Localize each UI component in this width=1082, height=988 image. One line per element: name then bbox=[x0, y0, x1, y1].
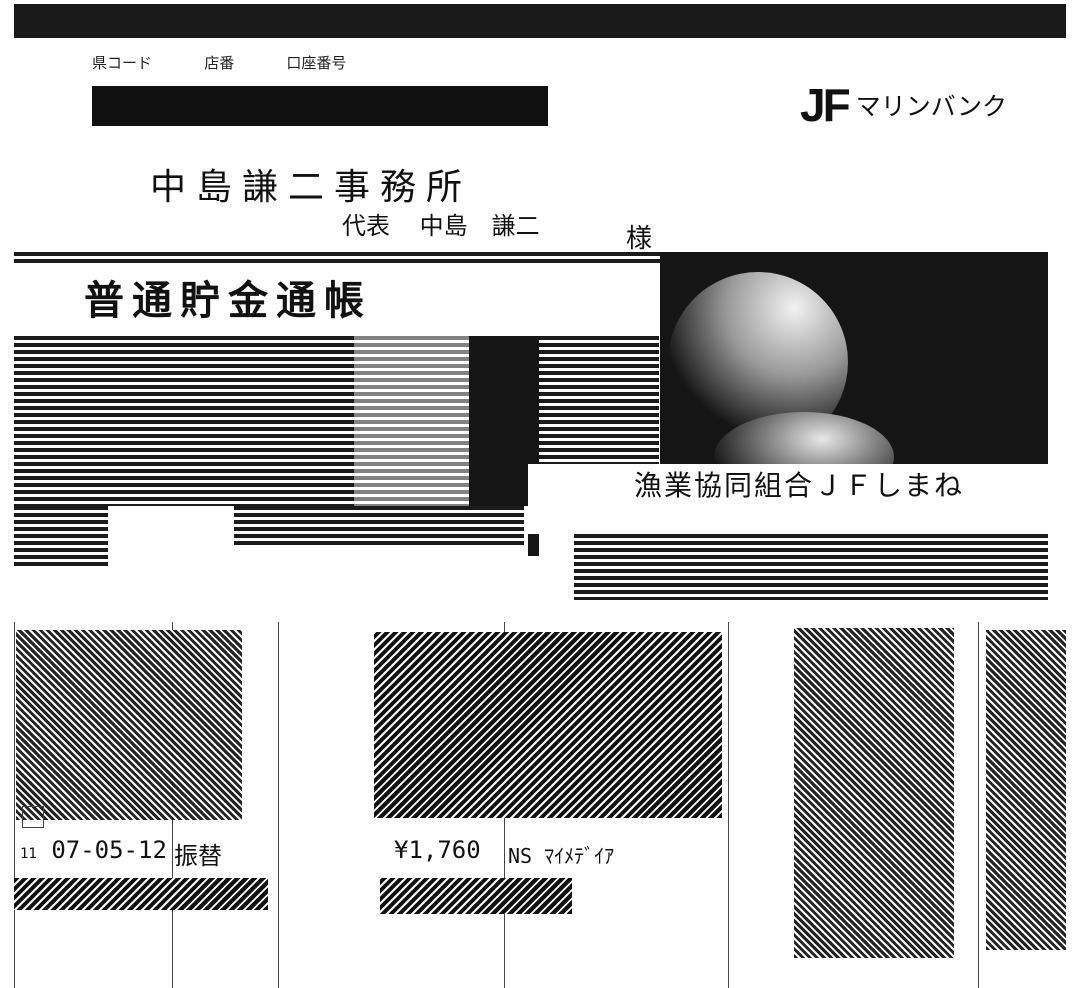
jf-logo-mark: JF bbox=[800, 79, 851, 131]
bank-name: マリンバンク bbox=[855, 93, 1007, 121]
entry-line: 11 07-05-12 bbox=[20, 836, 167, 864]
bank-logo: JF マリンバンク bbox=[800, 78, 1007, 132]
obscured-entry-block bbox=[14, 878, 268, 910]
representative-name: 中島 謙二 bbox=[419, 212, 540, 240]
obscured-entry-block bbox=[794, 628, 954, 958]
entry-amount: ¥1,760 bbox=[394, 836, 481, 864]
obscured-entry-block bbox=[380, 878, 572, 914]
cooperative-name: 漁業協同組合ＪＦしまね bbox=[634, 469, 965, 502]
obscured-entry-block bbox=[986, 630, 1066, 950]
entry-line-number: 11 bbox=[20, 846, 37, 862]
transaction-entries: 11 07-05-12 振替 ¥1,760 NS ﾏｲﾒﾃﾞｲｱ bbox=[14, 622, 1066, 988]
account-header-labels: 県コード 店番 口座番号 bbox=[92, 52, 394, 73]
top-dark-bar bbox=[14, 4, 1066, 38]
title-band bbox=[14, 264, 660, 336]
passbook-cover: 普通貯金通帳 漁業協同組合ＪＦしまね bbox=[14, 252, 1048, 600]
honorific: 様 bbox=[626, 224, 653, 254]
branch-number-label: 店番 bbox=[204, 55, 235, 72]
entry-type: 振替 bbox=[174, 842, 222, 870]
entry-date: 07-05-12 bbox=[51, 836, 167, 864]
entry-description: NS ﾏｲﾒﾃﾞｲｱ bbox=[508, 844, 615, 868]
representative-title: 代表 bbox=[342, 212, 390, 240]
account-holder-name: 中島謙二事務所 bbox=[150, 167, 473, 208]
representative: 代表 中島 謙二 bbox=[342, 206, 562, 241]
account-number-label: 口座番号 bbox=[286, 55, 347, 72]
redacted-account-number bbox=[92, 86, 548, 126]
line-marker bbox=[22, 806, 44, 828]
obscured-entry-block bbox=[374, 632, 722, 818]
passbook-title: 普通貯金通帳 bbox=[84, 277, 372, 324]
prefecture-code-label: 県コード bbox=[92, 55, 153, 72]
obscured-entry-block bbox=[16, 630, 242, 820]
